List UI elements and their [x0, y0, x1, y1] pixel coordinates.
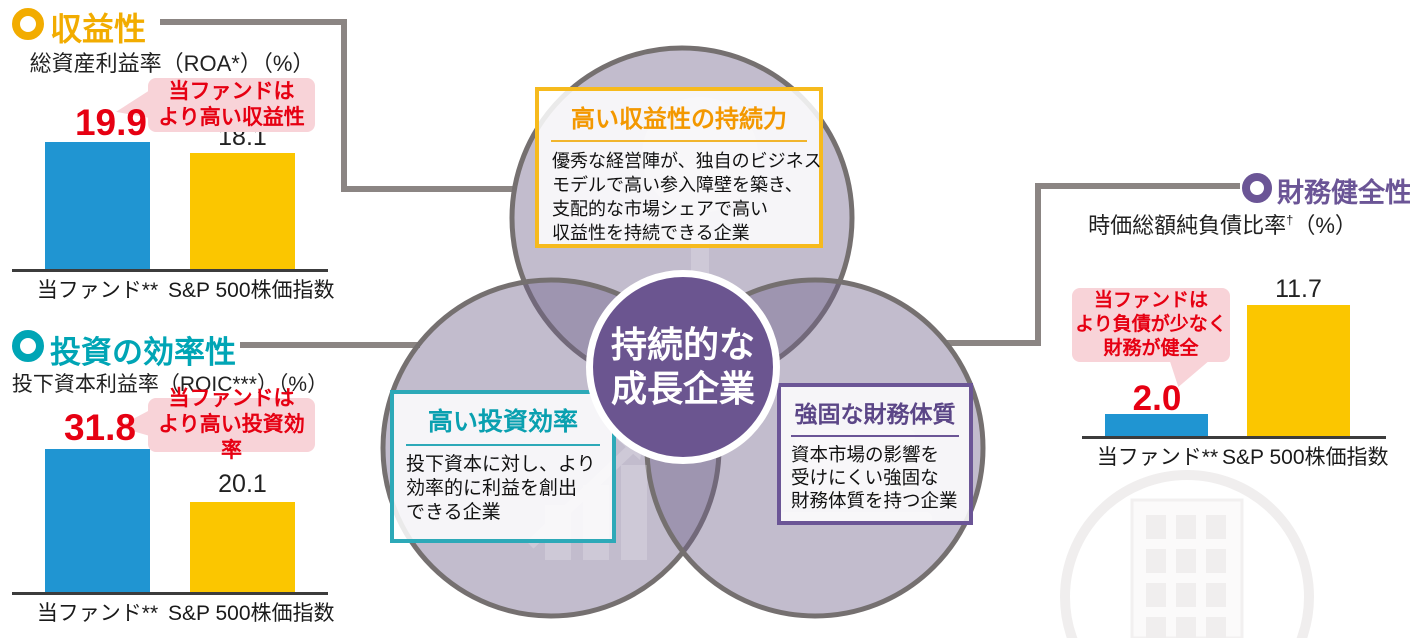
venn-box-profitability: 高い収益性の持続力 優秀な経営陣が、独自のビジネス モデルで高い参入障壁を築き、…	[535, 87, 823, 248]
bubble-line: 当ファンドは	[1093, 290, 1208, 311]
debt-axis	[1082, 436, 1386, 439]
profitability-ring-icon	[12, 8, 44, 40]
efficiency-callout-bubble: 当ファンドは より高い投資効率	[148, 387, 315, 462]
bubble-line: より高い投資効率	[158, 413, 305, 462]
roic-index-label: S&P 500株価指数	[168, 602, 335, 625]
body-line: 収益性を持続できる企業	[552, 223, 750, 243]
venn-box-profitability-body: 優秀な経営陣が、独自のビジネス モデルで高い参入障壁を築き、 支配的な市場シェア…	[539, 142, 822, 245]
connector-profitability	[160, 19, 514, 192]
debt-fund-bar	[1105, 414, 1208, 436]
venn-center-circle: 持続的な 成長企業	[586, 270, 780, 464]
venn-box-profitability-title: 高い収益性の持続力	[571, 106, 787, 133]
venn-box-efficiency-body: 投下資本に対し、より 効率的に利益を創出 できる企業	[394, 446, 612, 525]
body-line: モデルで高い参入障壁を築き、	[552, 175, 803, 195]
roic-chart-title: 投下資本利益率（ROIC***）（%）	[11, 373, 329, 396]
venn-box-financial-body: 資本市場の影響を 受けにくい強固な 財務体質を持つ企業	[781, 437, 969, 512]
profitability-header: 収益性	[50, 11, 147, 47]
debt-index-bar	[1247, 305, 1350, 436]
debt-fund-label: 当ファンド**	[1096, 446, 1219, 469]
body-line: 支配的な市場シェアで高い	[552, 199, 768, 219]
body-line: 財務体質を持つ企業	[791, 490, 958, 511]
body-line: 受けにくい強固な	[791, 467, 939, 488]
debt-index-value: 11.7	[1275, 275, 1322, 303]
debt-chart-title: 時価総額純負債比率†（%）	[1065, 208, 1380, 240]
venn-box-efficiency-title: 高い投資効率	[427, 408, 578, 436]
financial-header: 財務健全性	[1277, 178, 1410, 208]
venn-box-financial-title: 強固な財務体質	[794, 401, 956, 427]
profitability-callout-bubble: 当ファンドは より高い収益性	[148, 78, 315, 132]
debt-index-label: S&P 500株価指数	[1222, 446, 1389, 469]
roic-bar-chart	[12, 448, 328, 592]
roic-index-bar	[190, 502, 295, 592]
debt-title-unit: （%）	[1293, 213, 1357, 238]
roic-fund-value: 31.8	[63, 407, 136, 448]
bubble-line: 当ファンドは	[168, 80, 295, 103]
debt-bar-chart	[1082, 302, 1386, 436]
roa-axis	[12, 269, 328, 272]
body-line: できる企業	[406, 502, 501, 523]
efficiency-header: 投資の効率性	[50, 335, 236, 370]
center-circle-line2: 成長企業	[610, 368, 755, 409]
roa-fund-bar	[45, 142, 150, 269]
building-watermark	[1060, 470, 1314, 638]
bubble-line: より負債が少なく	[1075, 314, 1227, 335]
venn-box-financial: 強固な財務体質 資本市場の影響を 受けにくい強固な 財務体質を持つ企業	[777, 383, 973, 525]
bubble-line: 当ファンドは	[168, 387, 295, 410]
venn-box-efficiency: 高い投資効率 投下資本に対し、より 効率的に利益を創出 できる企業	[390, 390, 616, 543]
connector-financial-health	[946, 183, 1240, 346]
body-line: 優秀な経営陣が、独自のビジネス	[552, 151, 822, 171]
center-circle-line1: 持続的な	[610, 324, 755, 365]
divider	[551, 140, 807, 142]
roa-bar-chart	[12, 141, 328, 269]
body-line: 効率的に利益を創出	[406, 478, 578, 499]
roa-index-bar	[190, 153, 295, 269]
bubble-line: より高い収益性	[158, 106, 305, 129]
bubble-line: 財務が健全	[1103, 338, 1199, 359]
divider	[406, 444, 600, 446]
divider	[791, 435, 959, 437]
roic-axis	[12, 592, 328, 595]
roic-fund-bar	[45, 449, 150, 592]
roa-chart-title: 総資産利益率（ROA*）（%）	[29, 51, 315, 76]
body-line: 資本市場の影響を	[791, 444, 940, 465]
roic-fund-label: 当ファンド**	[36, 602, 159, 625]
body-line: 投下資本に対し、より	[406, 454, 596, 475]
financial-ring-icon	[1242, 173, 1272, 203]
roa-fund-value: 19.9	[74, 102, 147, 143]
debt-title-dagger: †	[1286, 212, 1294, 228]
financial-callout-bubble: 当ファンドは より負債が少なく 財務が健全	[1072, 288, 1230, 362]
debt-fund-value: 2.0	[1132, 379, 1182, 418]
roic-index-value: 20.1	[218, 470, 267, 498]
roa-index-label: S&P 500株価指数	[168, 279, 335, 302]
debt-title-main: 時価総額純負債比率	[1088, 213, 1287, 238]
roa-fund-label: 当ファンド**	[36, 279, 159, 302]
efficiency-ring-icon	[12, 330, 44, 362]
